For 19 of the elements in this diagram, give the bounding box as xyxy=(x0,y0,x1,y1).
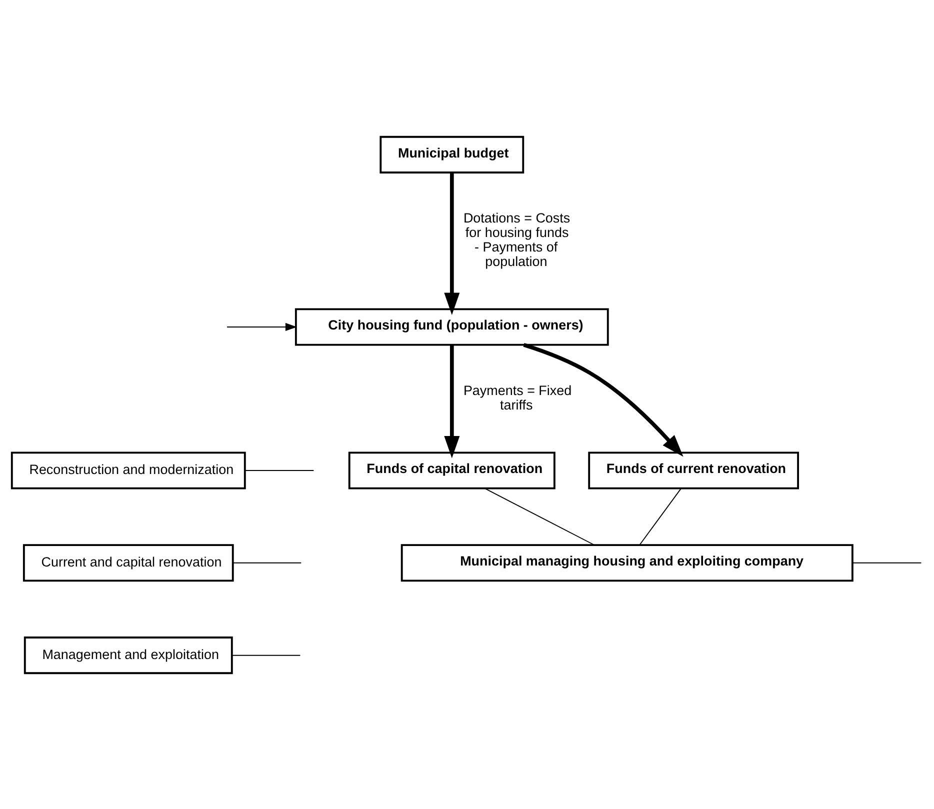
connector xyxy=(639,487,682,545)
arrow xyxy=(226,322,298,331)
node-box: Management and exploitation xyxy=(24,636,233,674)
connector xyxy=(852,562,922,563)
arrow xyxy=(523,342,684,456)
arrow xyxy=(444,344,460,458)
connector xyxy=(232,654,301,656)
arrow xyxy=(444,172,460,314)
edge-label: Dotations = Costs for housing funds - Payments of population xyxy=(463,210,570,269)
edge-label: Payments = Fixed tariffs xyxy=(463,382,572,412)
connector xyxy=(484,487,595,545)
node-box: City housing fund (population - owners) xyxy=(294,308,609,346)
node-box: Municipal managing housing and exploiting company xyxy=(400,544,854,582)
node-box: Funds of capital renovation xyxy=(348,451,556,489)
node-box: Current and capital renovation xyxy=(22,544,234,582)
node-box: Municipal budget xyxy=(380,135,524,173)
connector xyxy=(232,562,302,563)
node-box: Reconstruction and modernization xyxy=(10,451,246,489)
node-box: Funds of current renovation xyxy=(588,451,799,489)
